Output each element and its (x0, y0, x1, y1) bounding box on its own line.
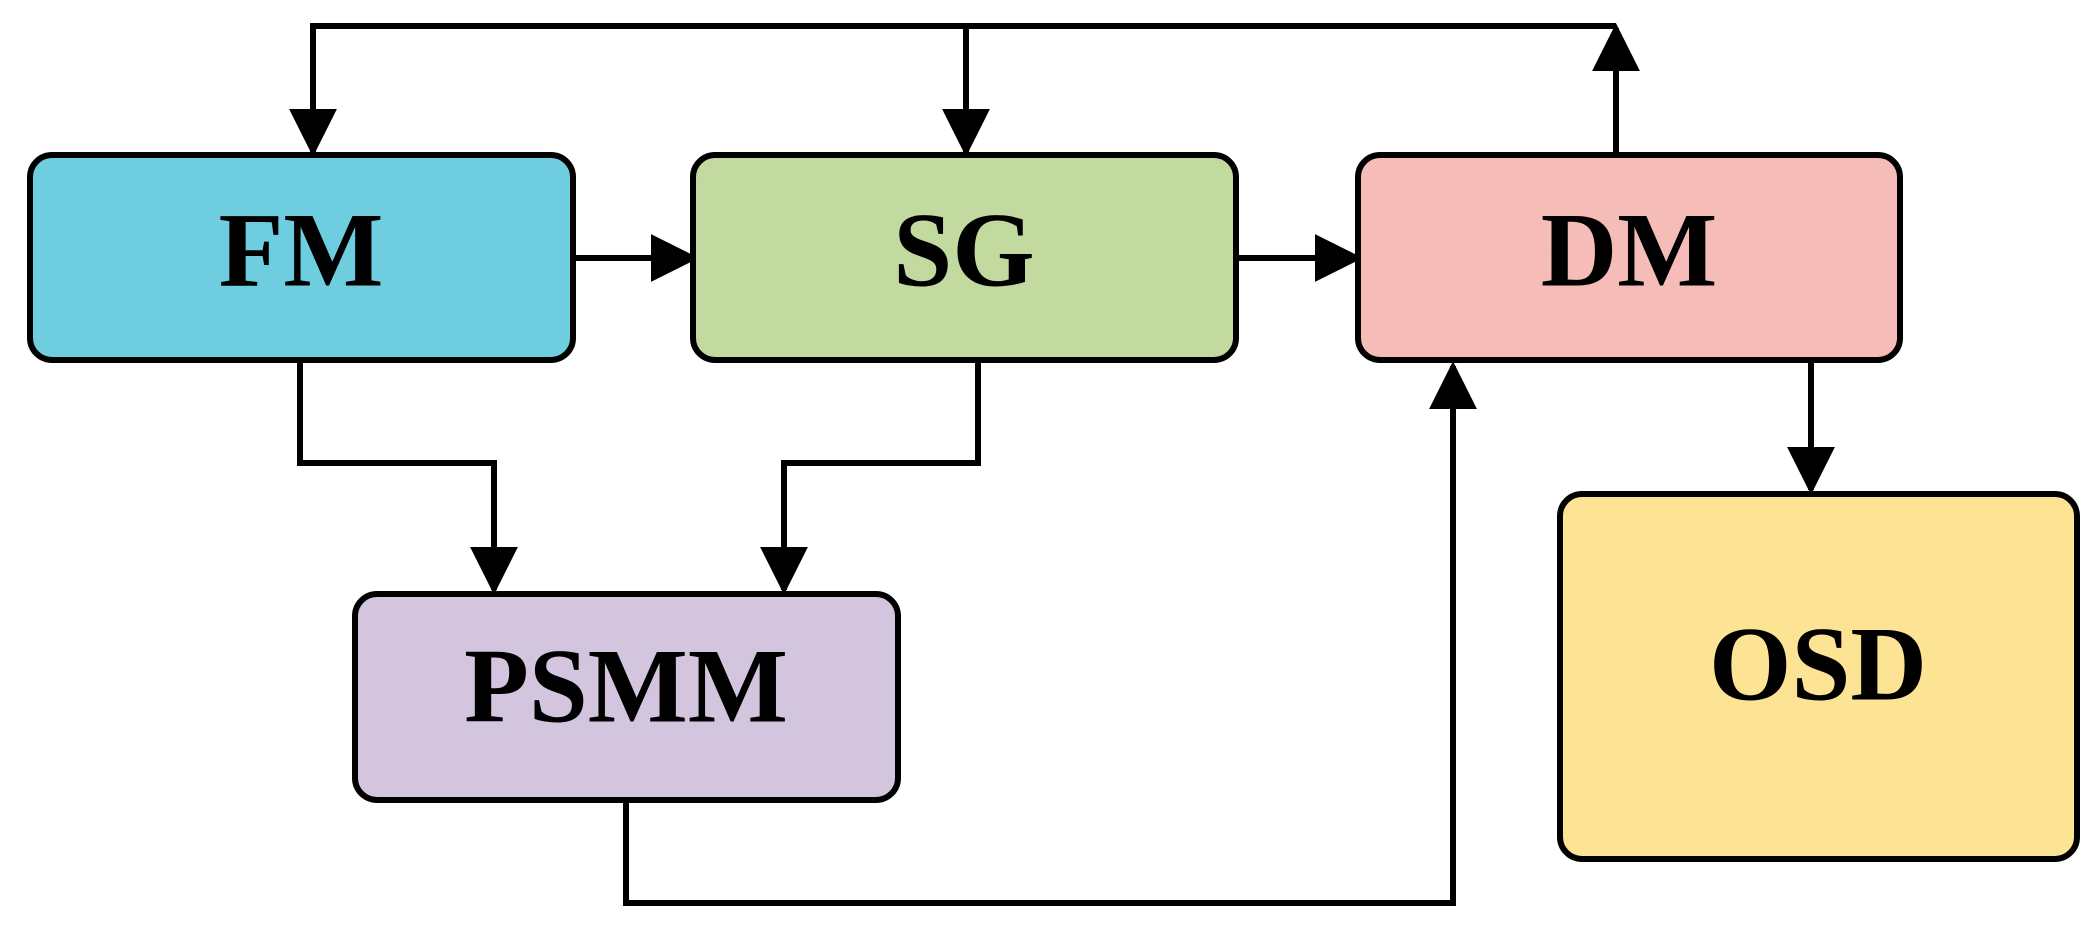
node-psmm-label: PSMM (464, 628, 788, 745)
arrow-psmm-to-dm (623, 361, 1477, 906)
arrow-sg-to-psmm (760, 362, 981, 595)
node-sg-label: SG (893, 192, 1034, 309)
node-osd: OSD (1557, 491, 2080, 862)
connectors (289, 23, 1835, 906)
node-fm-label: FM (219, 192, 384, 309)
node-dm: DM (1355, 152, 1903, 363)
node-sg-box (690, 152, 1239, 363)
node-dm-box (1355, 152, 1903, 363)
arrow-fm-to-psmm (297, 362, 518, 595)
node-dm-label: DM (1541, 192, 1718, 309)
node-osd-box (1557, 491, 2080, 862)
node-psmm: PSMM (352, 591, 901, 803)
node-osd-label: OSD (1709, 606, 1927, 723)
node-sg: SG (690, 152, 1239, 363)
node-psmm-box (352, 591, 901, 803)
node-fm: FM (27, 152, 576, 363)
node-fm-box (27, 152, 576, 363)
